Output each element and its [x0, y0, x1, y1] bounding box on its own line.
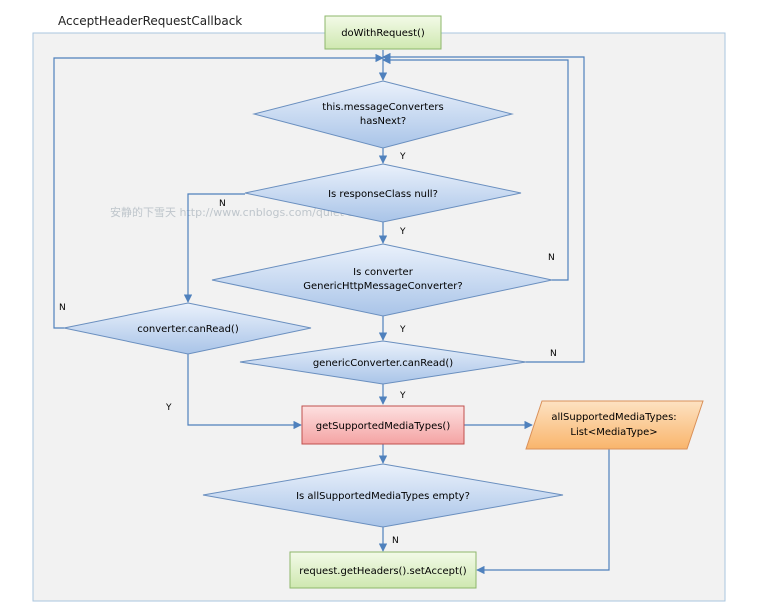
label-generic-no: N	[548, 253, 555, 263]
generic-can-read-label: genericConverter.canRead()	[313, 358, 453, 369]
edge-list-to-accept	[476, 449, 610, 575]
converter-can-read-decision: converter.canRead()	[63, 302, 312, 355]
label-empty-no: N	[392, 536, 399, 546]
label-canread-yes: Y	[165, 403, 172, 413]
has-next-label-line2: hasNext?	[360, 116, 406, 127]
is-generic-decision: Is converter GenericHttpMessageConverter…	[211, 243, 553, 317]
edge-null-no	[183, 193, 245, 303]
response-class-null-label: Is responseClass null?	[328, 189, 438, 200]
is-generic-label-line2: GenericHttpMessageConverter?	[303, 281, 462, 292]
label-hasnext-yes: Y	[399, 152, 406, 162]
edge-generic-no	[382, 55, 569, 281]
label-generic-yes: Y	[399, 325, 406, 335]
set-accept-label: request.getHeaders().setAccept()	[299, 566, 466, 577]
get-supported-media-types-node: getSupportedMediaTypes()	[301, 405, 465, 445]
has-next-label-line1: this.messageConverters	[322, 102, 443, 113]
edge-canread-no	[53, 53, 384, 329]
label-generic-canread-no: N	[550, 349, 557, 359]
edge-generic-canread-no	[382, 52, 585, 363]
converter-can-read-label: converter.canRead()	[137, 324, 239, 335]
is-empty-decision: Is allSupportedMediaTypes empty?	[202, 463, 564, 528]
is-generic-label-line1: Is converter	[353, 267, 414, 278]
start-node: doWithRequest()	[324, 15, 442, 50]
container-title: AcceptHeaderRequestCallback	[58, 14, 242, 28]
all-supported-media-types-data: allSupportedMediaTypes: List<MediaType>	[525, 400, 704, 450]
has-next-decision: this.messageConverters hasNext?	[252, 80, 514, 149]
start-node-label: doWithRequest()	[341, 28, 425, 39]
generic-can-read-decision: genericConverter.canRead()	[239, 340, 527, 385]
label-null-yes: Y	[399, 227, 406, 237]
is-empty-label: Is allSupportedMediaTypes empty?	[296, 491, 470, 502]
set-accept-node: request.getHeaders().setAccept()	[289, 551, 477, 589]
all-supported-label-line1: allSupportedMediaTypes:	[551, 412, 676, 423]
edge-canread-yes	[187, 354, 302, 430]
label-null-no: N	[219, 199, 226, 209]
label-canread-no: N	[59, 303, 66, 313]
get-supported-label: getSupportedMediaTypes()	[316, 421, 451, 432]
all-supported-label-line2: List<MediaType>	[570, 427, 657, 438]
response-class-null-decision: Is responseClass null?	[244, 163, 522, 223]
label-generic-canread-yes: Y	[399, 391, 406, 401]
